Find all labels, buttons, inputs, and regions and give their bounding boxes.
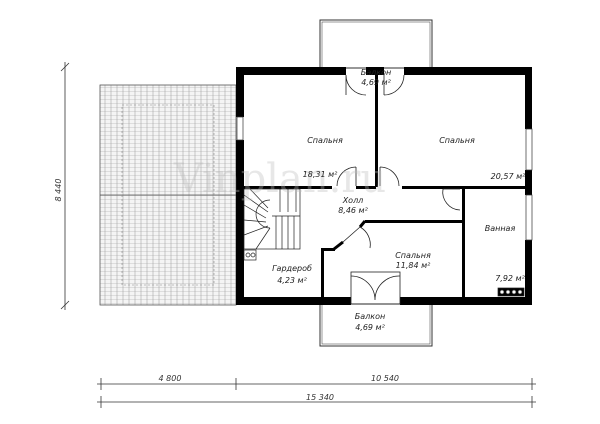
roof <box>99 84 237 306</box>
doors <box>336 74 461 305</box>
hall-area: 8,46 м² <box>338 206 368 215</box>
watermark: Vinplan.ru <box>173 156 386 202</box>
dimension-height: 8 440 <box>54 179 63 202</box>
dimension-right-width: 10 540 <box>371 374 399 383</box>
dimension-left-width: 4 800 <box>159 374 182 383</box>
hall-name: Холл <box>342 196 364 205</box>
walls <box>236 67 532 305</box>
balcony-top-name: Балкон <box>361 68 391 77</box>
bedroom-right-name: Спальня <box>439 136 475 145</box>
balcony-bottom-name: Балкон <box>355 312 385 321</box>
wardrobe-area: 4,23 м² <box>277 276 307 285</box>
bedroom-small-name: Спальня <box>395 251 431 260</box>
windows <box>236 116 533 241</box>
bedroom-left-name: Спальня <box>307 136 343 145</box>
fixtures <box>243 249 525 297</box>
bedroom-left-area: 18,31 м² <box>303 170 338 179</box>
balcony-top <box>319 19 433 69</box>
bedroom-small-area: 11,84 м² <box>396 261 431 270</box>
dimension-total-width: 15 340 <box>306 393 334 402</box>
bathroom-name: Ванная <box>485 224 516 233</box>
bedroom-right-area: 20,57 м² <box>491 172 526 181</box>
staircase <box>243 188 301 250</box>
balcony-top-area: 4,69 м² <box>361 78 391 87</box>
balcony-bottom-area: 4,69 м² <box>355 323 385 332</box>
bathroom-area: 7,92 м² <box>495 274 525 283</box>
dimension-lines <box>60 62 536 408</box>
wardrobe-name: Гардероб <box>272 264 312 273</box>
